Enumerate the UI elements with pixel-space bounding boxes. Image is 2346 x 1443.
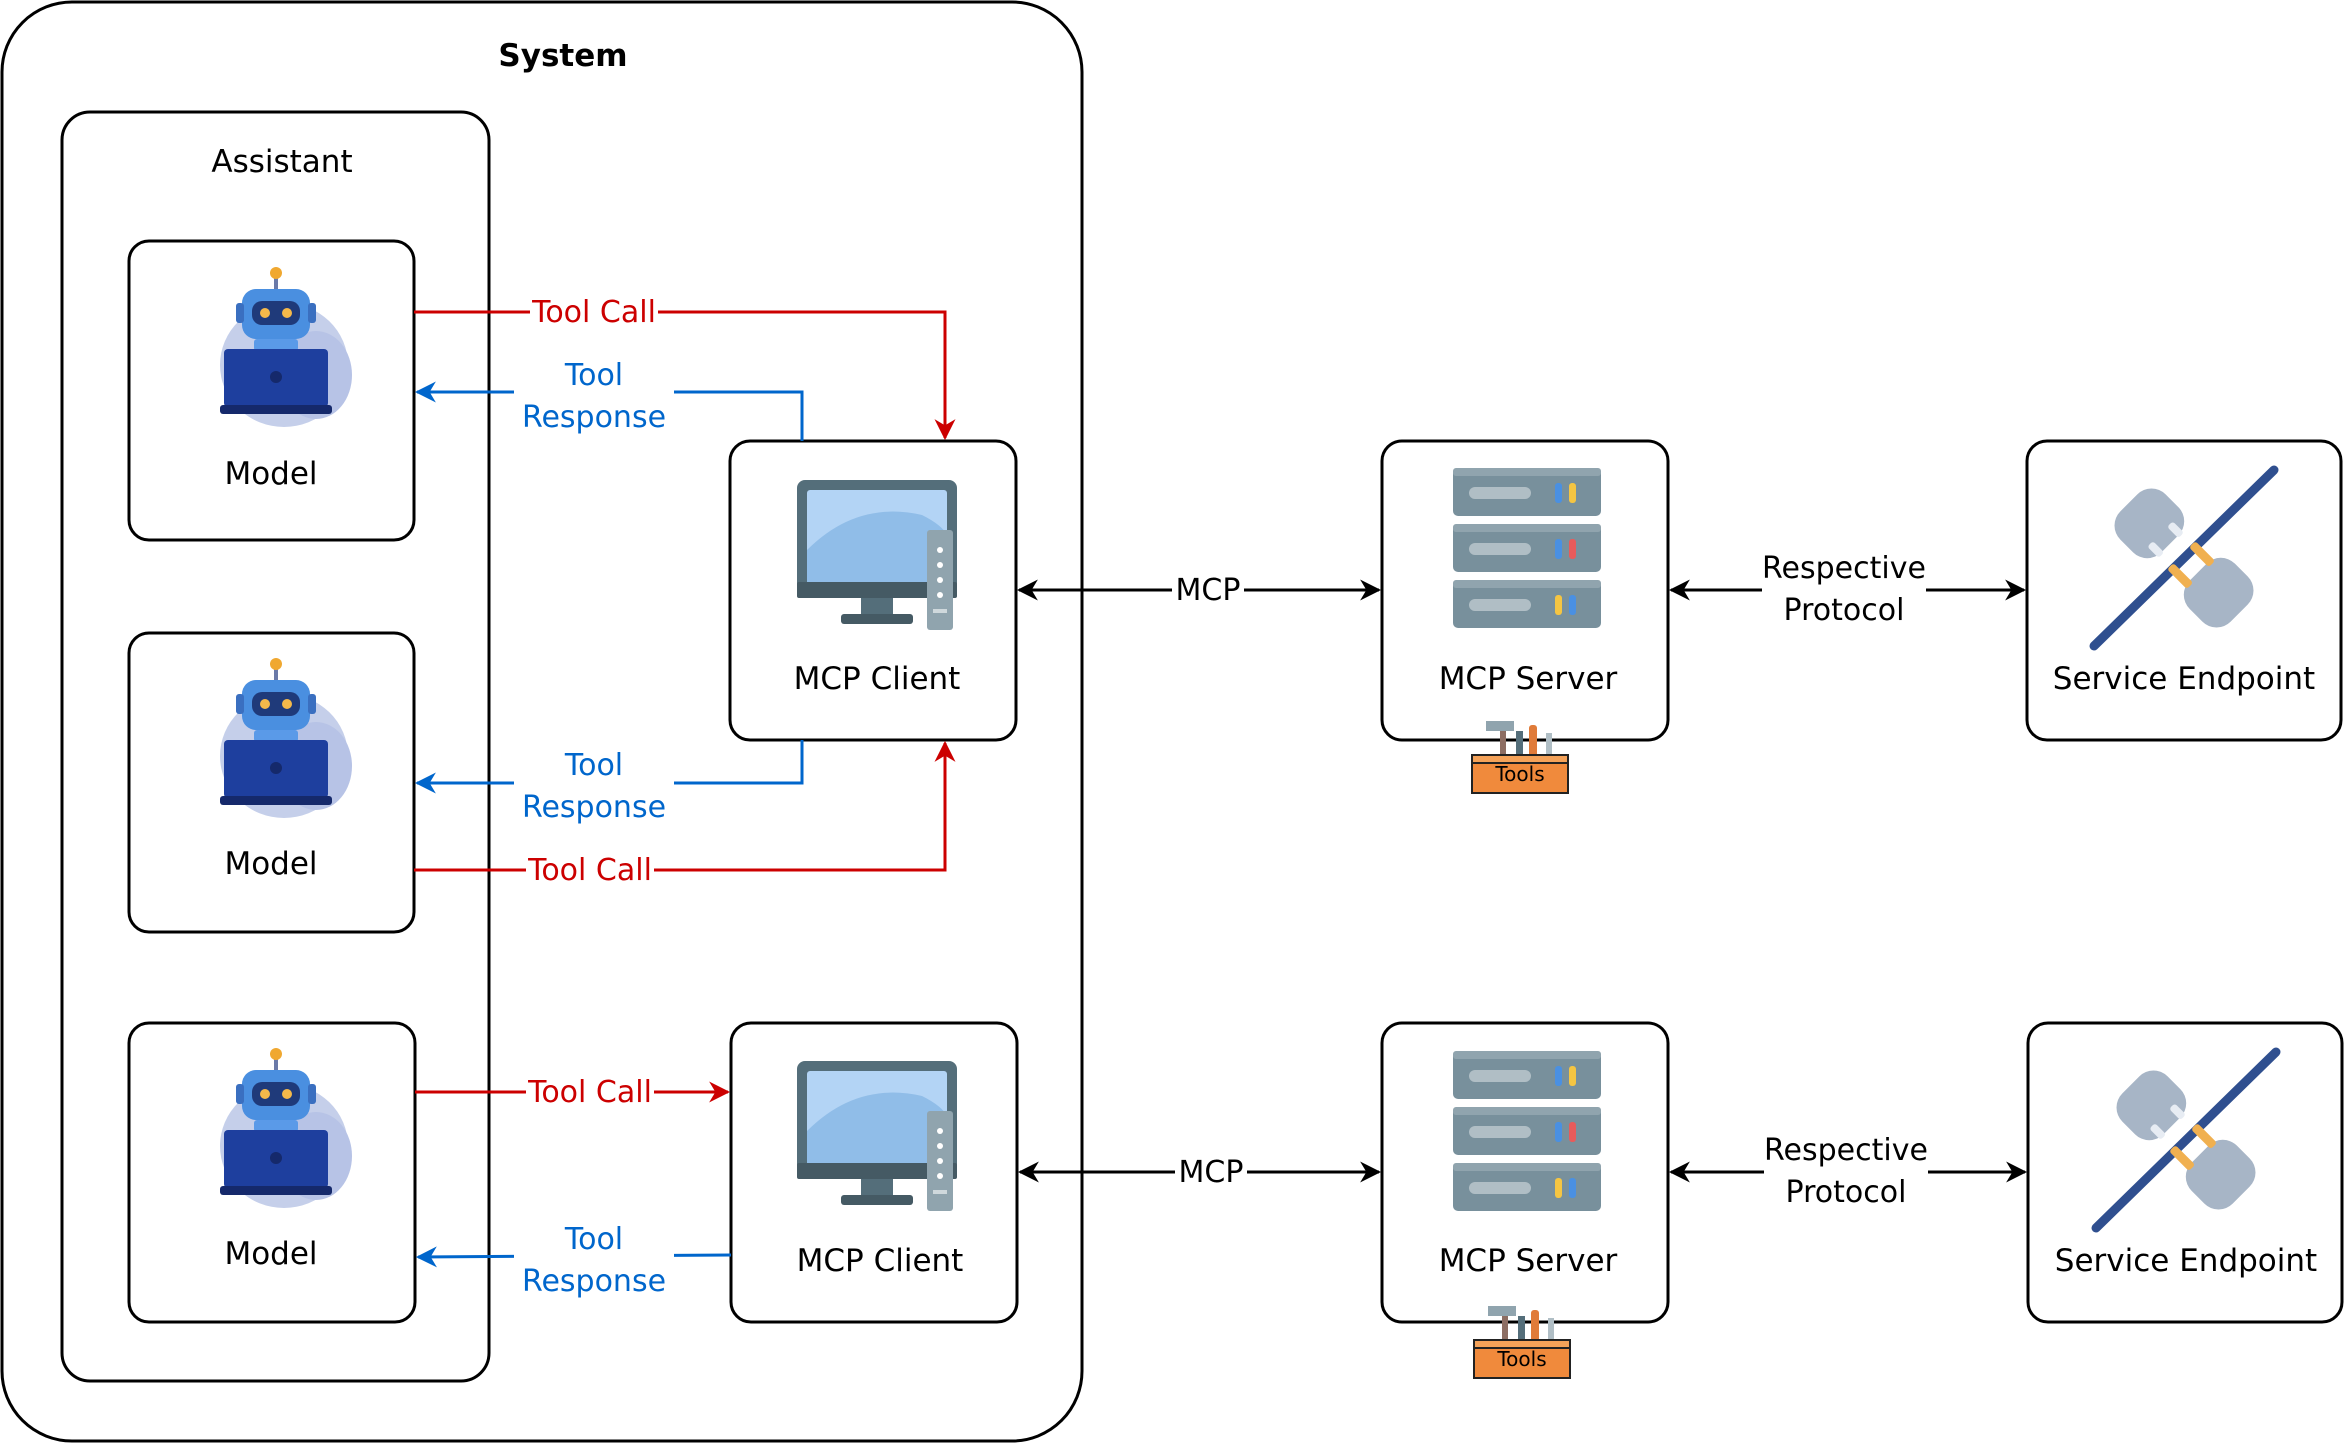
edge-label-bg bbox=[1172, 570, 1244, 608]
mcp-server-label-1: MCP Server bbox=[1439, 661, 1618, 697]
toolbox-label-1: Tools bbox=[1494, 762, 1544, 786]
model-label-3: Model bbox=[224, 1236, 317, 1272]
mcp-label-2: MCP bbox=[1179, 1155, 1244, 1190]
system-title: System bbox=[498, 38, 627, 74]
tool-response-label-2b: Response bbox=[522, 790, 666, 825]
mcp-client-label-2: MCP Client bbox=[797, 1243, 964, 1279]
edge-label-bg bbox=[530, 292, 658, 330]
tool-response-label-1a: Tool bbox=[564, 358, 623, 393]
edge-label-bg bbox=[1764, 1128, 1928, 1214]
toolbox-label-2: Tools bbox=[1496, 1347, 1546, 1371]
edge-label-bg bbox=[514, 1216, 674, 1300]
mcp-server-label-2: MCP Server bbox=[1439, 1243, 1618, 1279]
edge-label-bg bbox=[514, 742, 674, 826]
mcp-client-label-1: MCP Client bbox=[794, 661, 961, 697]
service-endpoint-label-1: Service Endpoint bbox=[2053, 661, 2315, 697]
toolbox-badge-1: Tools bbox=[1471, 720, 1569, 794]
mcp-server-node-2: MCP Server Tools bbox=[1380, 1021, 1670, 1379]
tool-response-label-3a: Tool bbox=[564, 1222, 623, 1257]
service-endpoint-node-2: Service Endpoint bbox=[2026, 1021, 2344, 1324]
mcp-server-node-1: MCP Server Tools bbox=[1380, 439, 1670, 794]
mcp-label-1: MCP bbox=[1176, 573, 1241, 608]
protocol-label-1a: Respective bbox=[1762, 551, 1926, 586]
toolbox-badge-2: Tools bbox=[1473, 1305, 1571, 1379]
model-label-2: Model bbox=[224, 846, 317, 882]
tool-call-label-2: Tool Call bbox=[527, 853, 652, 888]
tool-response-label-2a: Tool bbox=[564, 748, 623, 783]
edge-label-bg bbox=[526, 1072, 654, 1110]
edge-label-bg bbox=[1175, 1152, 1247, 1190]
server-rack-icon bbox=[1453, 1051, 1601, 1211]
tool-call-label-3: Tool Call bbox=[527, 1075, 652, 1110]
protocol-label-2b: Protocol bbox=[1786, 1175, 1907, 1210]
mcp-client-node-2: MCP Client bbox=[729, 1021, 1019, 1324]
tool-response-label-3b: Response bbox=[522, 1264, 666, 1299]
service-endpoint-node-1: Service Endpoint bbox=[2025, 439, 2343, 742]
edge-label-bg bbox=[514, 352, 674, 436]
server-rack-icon bbox=[1453, 468, 1601, 628]
edge-label-bg bbox=[1762, 546, 1926, 632]
service-endpoint-label-2: Service Endpoint bbox=[2055, 1243, 2317, 1279]
model-label-1: Model bbox=[224, 456, 317, 492]
model-node-2: Model bbox=[127, 631, 416, 934]
assistant-title: Assistant bbox=[211, 144, 352, 180]
edge-label-bg bbox=[526, 850, 654, 888]
model-node-3: Model bbox=[127, 1021, 417, 1324]
tool-call-label-1: Tool Call bbox=[531, 295, 656, 330]
model-node-1: Model bbox=[127, 239, 416, 542]
protocol-label-1b: Protocol bbox=[1784, 593, 1905, 628]
protocol-label-2a: Respective bbox=[1764, 1133, 1928, 1168]
tool-response-label-1b: Response bbox=[522, 400, 666, 435]
mcp-client-node-1: MCP Client bbox=[728, 439, 1018, 742]
